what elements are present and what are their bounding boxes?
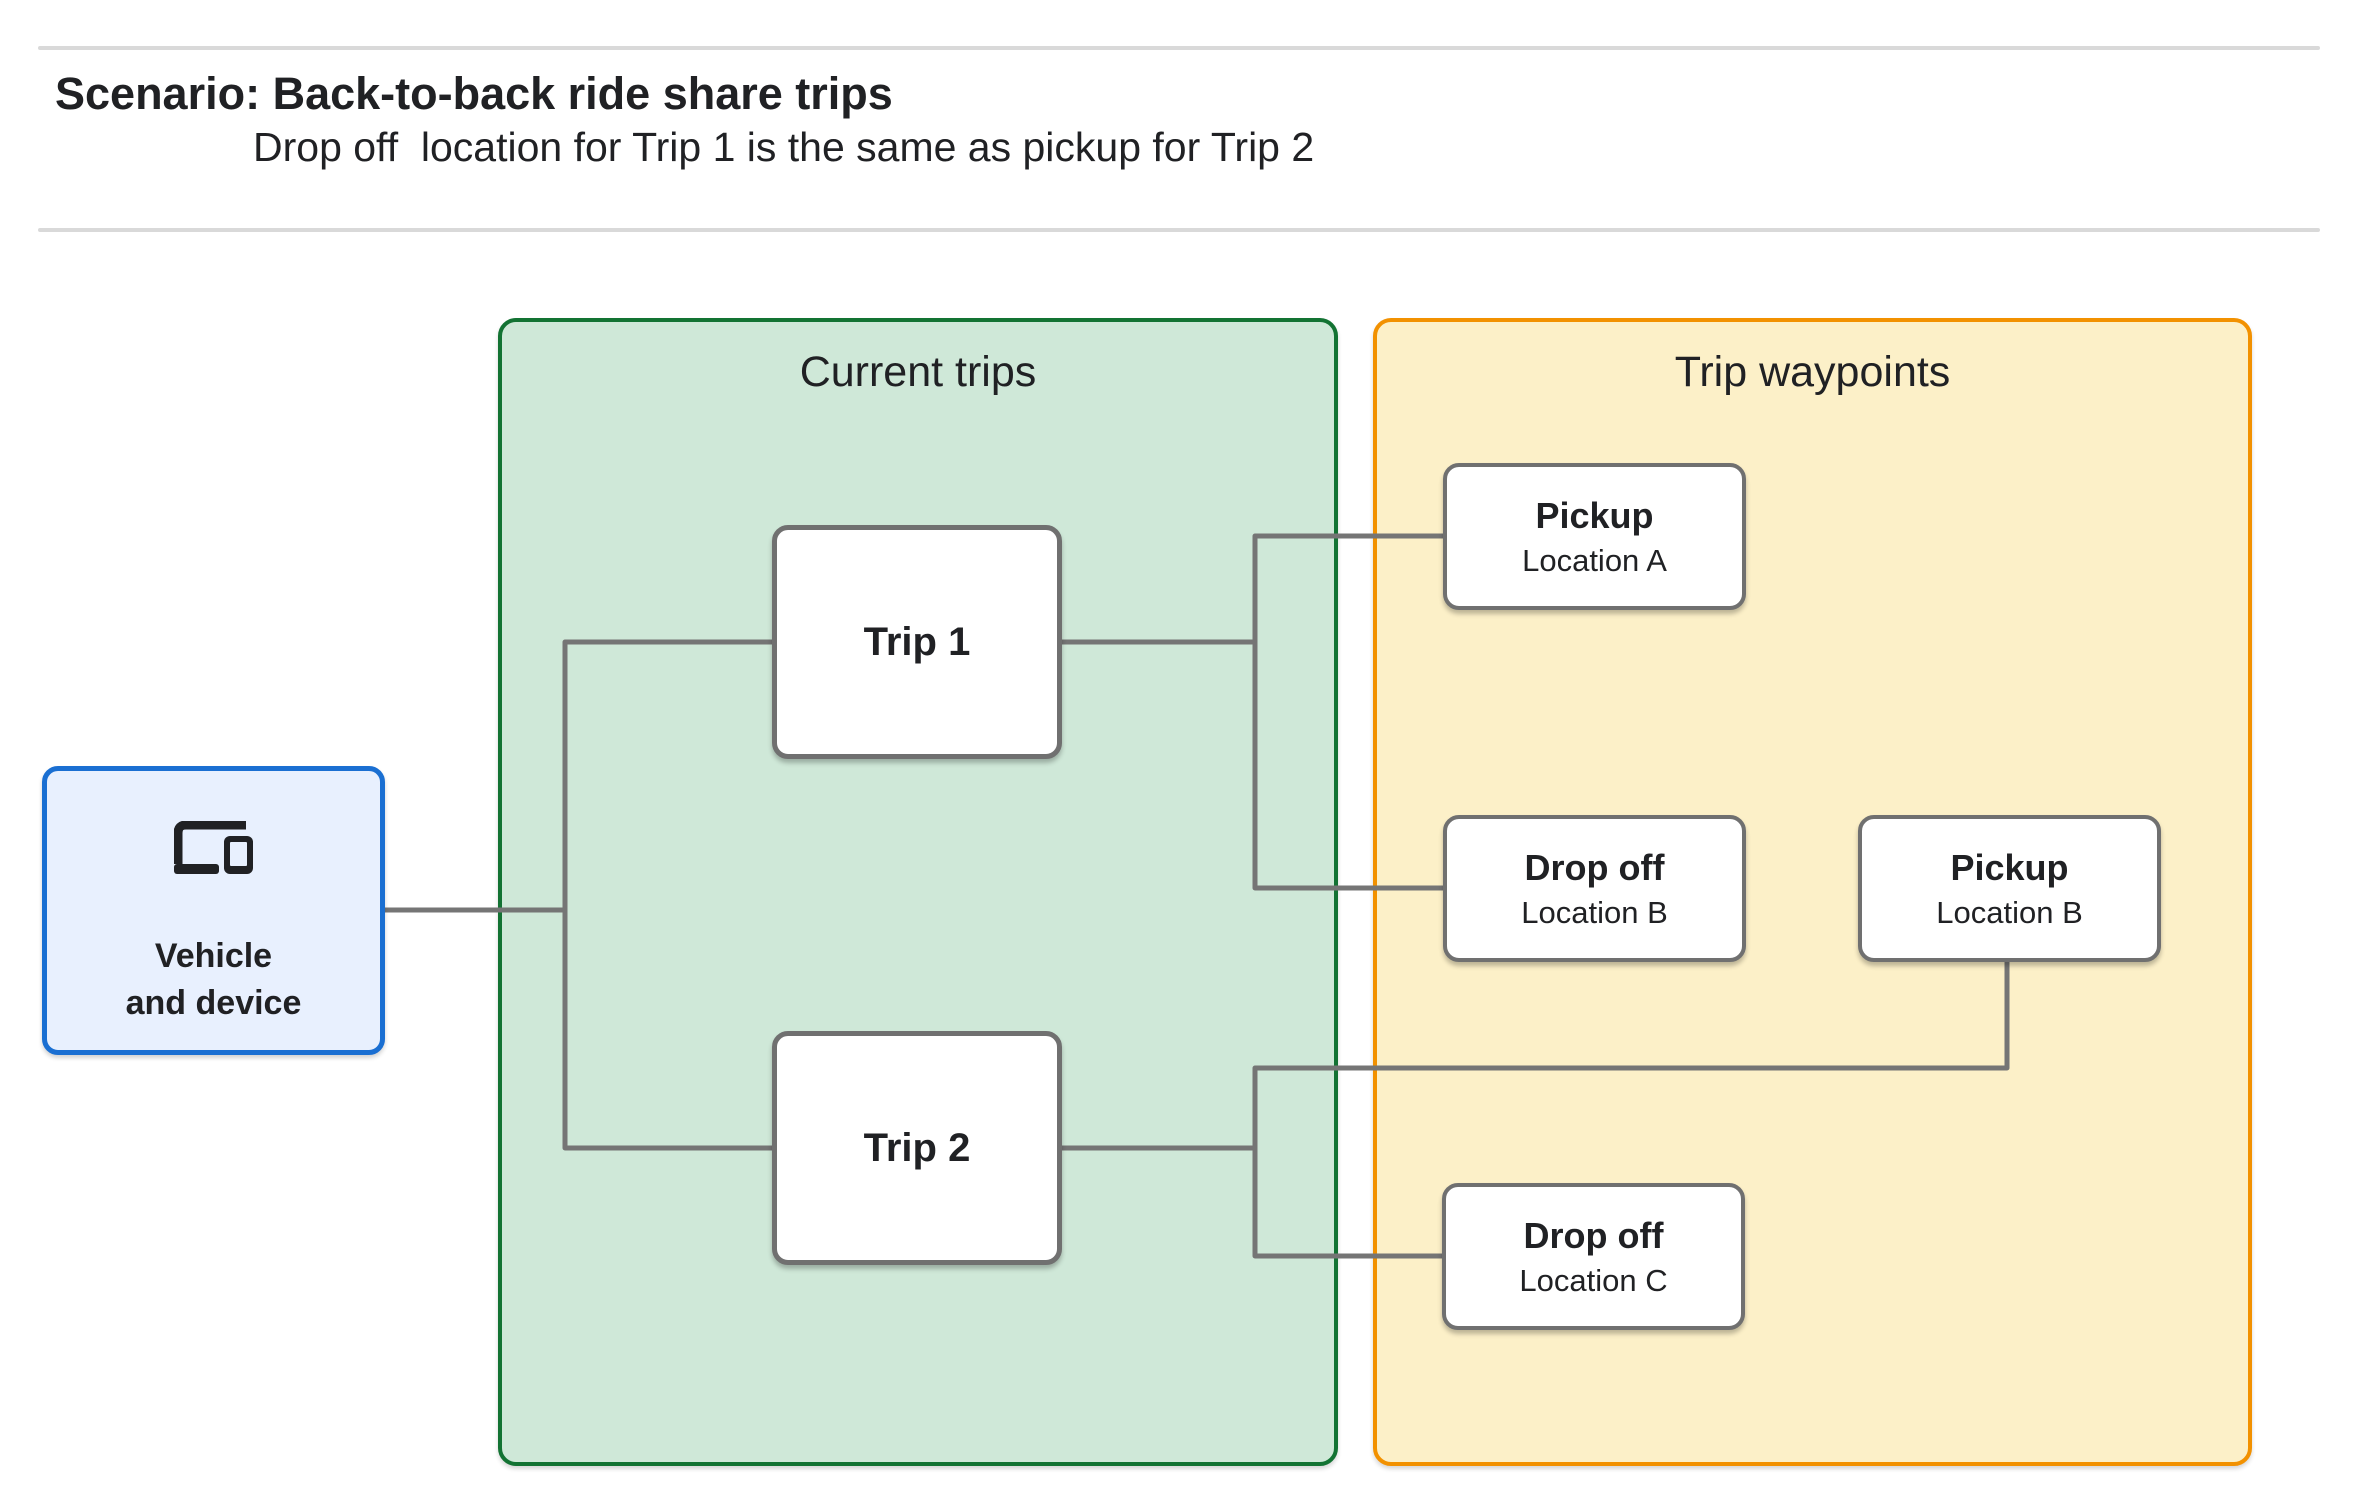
waypoint-location: Location B: [1936, 894, 2083, 930]
waypoint-box-pickup-location-a: Pickup Location A: [1443, 463, 1746, 610]
trip-1-box: Trip 1: [772, 525, 1062, 759]
trip-2-label: Trip 2: [863, 1125, 971, 1170]
vehicle-label: Vehicle and device: [126, 933, 302, 1027]
waypoint-box-dropoff-location-b: Drop off Location B: [1443, 815, 1746, 962]
waypoint-type: Drop off: [1523, 1214, 1664, 1256]
trip-1-label: Trip 1: [863, 619, 971, 664]
page-title: Scenario: Back-to-back ride share trips: [55, 68, 893, 119]
trip-waypoints-title: Trip waypoints: [1674, 348, 1951, 396]
vehicle-label-line1: Vehicle: [154, 937, 273, 975]
header-divider: [38, 228, 2320, 232]
waypoint-type: Pickup: [1535, 494, 1654, 536]
waypoint-location: Location C: [1519, 1262, 1668, 1298]
trip-2-box: Trip 2: [772, 1031, 1062, 1265]
page-subtitle: Drop off location for Trip 1 is the same…: [253, 124, 1315, 170]
waypoint-type: Pickup: [1950, 846, 2069, 888]
waypoint-box-dropoff-location-c: Drop off Location C: [1442, 1183, 1745, 1330]
vehicle-and-device-box: Vehicle and device: [42, 766, 385, 1055]
top-divider: [38, 46, 2320, 50]
current-trips-container: Current trips: [498, 318, 1338, 1466]
waypoint-location: Location A: [1522, 542, 1667, 578]
waypoint-location: Location B: [1521, 894, 1668, 930]
devices-icon: [173, 821, 253, 874]
current-trips-title: Current trips: [799, 348, 1037, 396]
waypoint-box-pickup-location-b: Pickup Location B: [1858, 815, 2161, 962]
waypoint-type: Drop off: [1524, 846, 1665, 888]
vehicle-label-line2: and device: [125, 984, 302, 1022]
